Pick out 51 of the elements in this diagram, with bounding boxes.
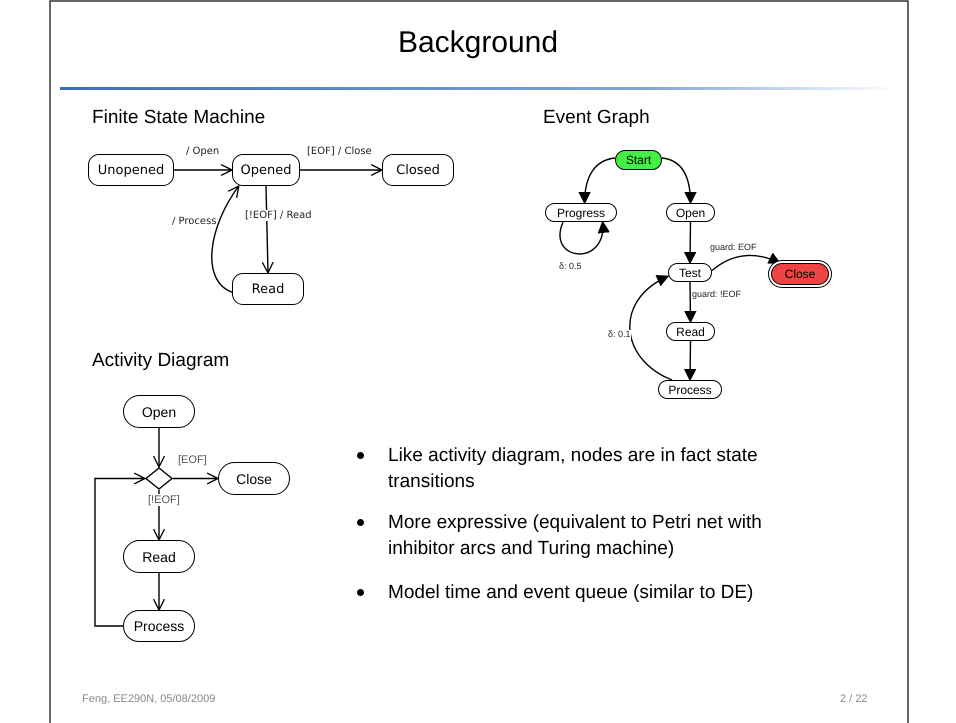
footer-text: Feng, EE290N, 05/08/2009	[82, 693, 216, 705]
page-number: 2 / 22	[840, 693, 868, 705]
arrow	[578, 157, 616, 204]
slide-title: Background	[396, 26, 560, 60]
state-box: Read	[232, 273, 304, 305]
state-box: Unopened	[88, 154, 174, 186]
arrow	[152, 428, 166, 468]
arrow	[712, 252, 780, 272]
edge-label: / Open	[186, 146, 220, 157]
arrow	[173, 472, 219, 485]
edge-label: δ: 0.5	[559, 262, 582, 272]
arrow	[662, 157, 696, 204]
bullet-text: Like activity diagram, nodes are in fact state transitions	[388, 444, 759, 494]
edge-label: / Process	[172, 216, 216, 227]
arrow	[684, 282, 696, 323]
event-node: Read	[666, 322, 715, 341]
arrow	[262, 186, 274, 274]
arrow	[174, 164, 233, 176]
edge-label: [EOF] / Close	[307, 146, 372, 157]
edge-label: [!EOF]	[148, 494, 180, 506]
action-node: Process	[123, 610, 195, 642]
arrow	[684, 341, 696, 381]
action-node: Open	[123, 395, 195, 428]
state-box: Opened	[232, 154, 300, 186]
arrow	[560, 221, 609, 254]
event-node: Start	[615, 150, 662, 170]
section-heading: Activity Diagram	[92, 350, 230, 372]
section-heading: Event Graph	[543, 107, 650, 129]
bullet-text: More expressive (equivalent to Petri net with inhibitor arcs and Turing machine)	[388, 511, 763, 561]
event-node: Process	[658, 380, 722, 399]
arrow	[152, 573, 166, 611]
bullet-text: Model time and event queue (similar to DE)	[388, 581, 754, 605]
section-heading: Finite State Machine	[92, 107, 266, 129]
event-node: Test	[668, 263, 712, 282]
edge-label: δ: 0.1	[608, 330, 631, 340]
edge-label: guard: !EOF	[692, 290, 742, 300]
arrow	[94, 472, 146, 627]
action-node: Close	[218, 462, 290, 495]
edge-label: [!EOF] / Read	[245, 210, 312, 221]
action-node: Read	[123, 540, 195, 573]
edge-label: guard: EOF	[710, 243, 757, 253]
edge-label: [EOF]	[178, 454, 207, 466]
event-node: Close	[771, 263, 829, 285]
event-node: Progress	[545, 203, 617, 222]
arrow	[629, 276, 672, 381]
event-node: Open	[666, 203, 715, 222]
arrow	[300, 164, 383, 176]
arrow	[211, 185, 240, 293]
decision-diamond	[145, 467, 173, 490]
state-box: Closed	[382, 154, 454, 186]
arrow	[684, 222, 696, 264]
